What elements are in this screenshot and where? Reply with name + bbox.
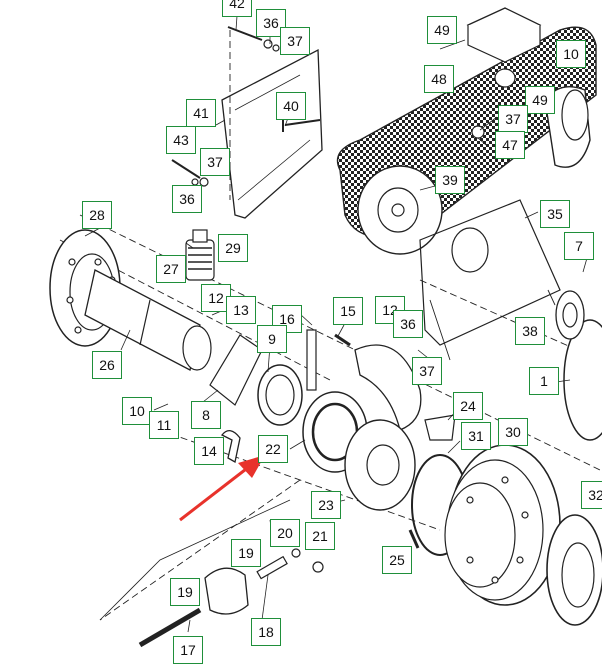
- callout-9: 9: [257, 325, 287, 353]
- callout-37: 37: [498, 105, 528, 133]
- callout-26: 26: [92, 351, 122, 379]
- callout-36: 36: [172, 185, 202, 213]
- callout-40: 40: [276, 92, 306, 120]
- clip-14: [220, 430, 241, 464]
- callout-11: 11: [149, 411, 179, 439]
- housing-bracket: [354, 344, 422, 431]
- bolt-40: [282, 119, 321, 132]
- callout-38: 38: [515, 317, 545, 345]
- callout-18: 18: [251, 618, 281, 646]
- bolt-18: [256, 555, 288, 580]
- callout-36: 36: [393, 310, 423, 338]
- callout-8: 8: [191, 401, 221, 429]
- callout-47: 47: [495, 131, 525, 159]
- pad-24: [424, 414, 456, 441]
- cover-19: [204, 567, 249, 615]
- callout-41: 41: [186, 99, 216, 127]
- callout-30: 30: [498, 418, 528, 446]
- callout-31: 31: [461, 422, 491, 450]
- callout-17: 17: [173, 636, 203, 664]
- callout-23: 23: [311, 491, 341, 519]
- callout-14: 14: [194, 437, 224, 465]
- callout-25: 25: [382, 546, 412, 574]
- callout-29: 29: [218, 234, 248, 262]
- callout-10: 10: [122, 397, 152, 425]
- callout-49: 49: [525, 86, 555, 114]
- callout-37: 37: [280, 27, 310, 55]
- callout-20: 20: [270, 519, 300, 547]
- callout-35: 35: [540, 200, 570, 228]
- frame-35: [419, 199, 561, 346]
- callout-10: 10: [556, 40, 586, 68]
- bolt-43: [171, 159, 201, 179]
- callout-37: 37: [200, 148, 230, 176]
- hub-1: [563, 319, 602, 441]
- callout-19: 19: [231, 539, 261, 567]
- callout-19: 19: [170, 578, 200, 606]
- mounting-plate: [221, 48, 323, 219]
- callout-49: 49: [427, 16, 457, 44]
- callout-28: 28: [82, 201, 112, 229]
- plate-8: [209, 334, 263, 406]
- callout-24: 24: [453, 392, 483, 420]
- callout-42: 42: [222, 0, 252, 17]
- callout-15: 15: [333, 297, 363, 325]
- callout-37: 37: [412, 357, 442, 385]
- callout-22: 22: [258, 435, 288, 463]
- callout-48: 48: [424, 65, 454, 93]
- callout-27: 27: [156, 255, 186, 283]
- shaft-17: [138, 607, 202, 648]
- callout-1: 1: [529, 367, 559, 395]
- callout-39: 39: [435, 166, 465, 194]
- callout-21: 21: [305, 522, 335, 550]
- bolt-25: [408, 529, 420, 549]
- bolt-42: [227, 26, 263, 41]
- rod-16: [306, 329, 317, 391]
- shaft-26: [84, 269, 201, 371]
- callout-32: 32: [581, 481, 602, 509]
- callout-7: 7: [564, 232, 594, 260]
- callout-43: 43: [166, 126, 196, 154]
- callout-13: 13: [226, 296, 256, 324]
